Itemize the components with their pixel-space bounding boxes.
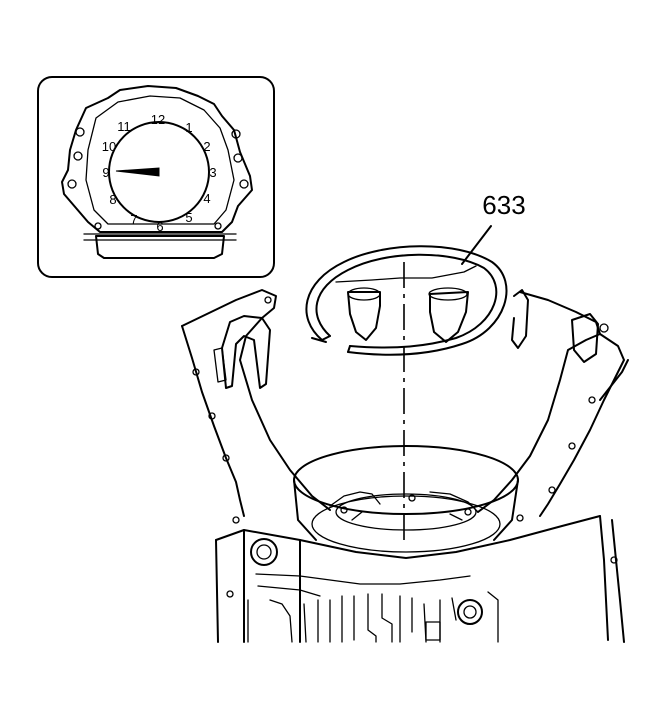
lug-left-cap <box>347 287 381 301</box>
pump-bolt <box>464 508 472 516</box>
case-side-edge <box>599 359 629 643</box>
lug-right <box>429 291 469 343</box>
callout-leader <box>461 225 492 265</box>
housing-bolt-hole <box>548 486 556 494</box>
lug-left <box>347 291 381 341</box>
housing-bolt-hole <box>599 323 609 333</box>
inset-housing-outline <box>61 85 253 233</box>
inset-bolt <box>231 129 241 139</box>
case-bolt-hole <box>610 556 618 564</box>
pump-bolt <box>340 506 348 514</box>
inset-bolt <box>214 222 222 230</box>
case-right-edge <box>599 515 609 641</box>
right-flange <box>511 289 529 349</box>
inset-frame <box>37 76 275 278</box>
housing-bolt-hole <box>222 454 230 462</box>
side-port-outer <box>250 538 278 566</box>
clock-number-6: 6 <box>156 219 163 234</box>
valve-body-passages <box>247 573 499 643</box>
pump-bolt <box>408 494 416 502</box>
clock-number-11: 11 <box>117 119 131 134</box>
inset-bolt <box>239 179 249 189</box>
clock-number-9: 9 <box>102 165 109 180</box>
inset-oil-pan <box>95 235 225 259</box>
inset-housing-inner <box>85 95 235 225</box>
pump-bore-upper <box>293 445 519 515</box>
side-port-inner <box>256 544 272 560</box>
housing-bolt-hole <box>232 516 240 524</box>
pump-bore-wall <box>293 479 519 541</box>
case-left-edge <box>215 539 219 643</box>
snap-ring-gap-end <box>321 335 331 341</box>
housing-bolt-hole <box>588 396 596 404</box>
clock-number-1: 1 <box>185 120 192 135</box>
pump-inner <box>335 493 477 531</box>
left-stud <box>213 347 227 383</box>
case-front-face <box>215 515 601 559</box>
inset-clock-hand <box>115 167 160 177</box>
inset-clock-view: 12 1 2 3 4 5 6 7 8 9 10 11 <box>37 76 275 278</box>
inset-clock-circle <box>108 121 210 223</box>
case-front-face-lower <box>243 529 301 643</box>
snap-ring-inner <box>315 253 498 349</box>
housing-right-outer <box>539 333 625 517</box>
inset-bolt <box>67 179 77 189</box>
side-port-boss-inner <box>463 605 477 619</box>
left-flange <box>221 315 271 389</box>
inset-bolt <box>73 151 83 161</box>
side-port-boss <box>457 599 483 625</box>
housing-left-outer <box>181 325 245 517</box>
clock-number-3: 3 <box>209 165 216 180</box>
clock-number-5: 5 <box>185 210 192 225</box>
lug-bracket <box>335 265 477 283</box>
clock-number-10: 10 <box>102 139 116 154</box>
snap-ring-end <box>311 337 327 343</box>
lug-right-cap <box>428 287 468 301</box>
support-lugs <box>335 265 477 343</box>
housing-right-wall <box>477 291 601 513</box>
inset-bolt <box>75 127 85 137</box>
pump-detail <box>329 491 479 521</box>
housing-bolt-hole <box>516 514 524 522</box>
housing-bolt-hole <box>192 368 200 376</box>
clock-number-2: 2 <box>203 139 210 154</box>
right-post <box>571 313 599 363</box>
pump-bore-lower <box>311 495 501 553</box>
case-bolt-hole <box>226 590 234 598</box>
snap-ring-633 <box>305 245 508 356</box>
clock-number-7: 7 <box>130 212 137 227</box>
housing-bolt-hole <box>264 296 272 304</box>
inset-bolt <box>94 222 102 230</box>
clock-number-4: 4 <box>203 191 210 206</box>
clock-number-8: 8 <box>109 192 116 207</box>
snap-ring-gap-end <box>347 345 351 353</box>
transmission-case <box>181 289 629 643</box>
housing-bolt-hole <box>568 442 576 450</box>
clock-number-12: 12 <box>151 112 165 127</box>
housing-bolt-hole <box>208 412 216 420</box>
inset-bolt <box>233 153 243 163</box>
part-callout-633: 633 <box>482 190 525 220</box>
snap-ring-outer <box>305 245 508 356</box>
